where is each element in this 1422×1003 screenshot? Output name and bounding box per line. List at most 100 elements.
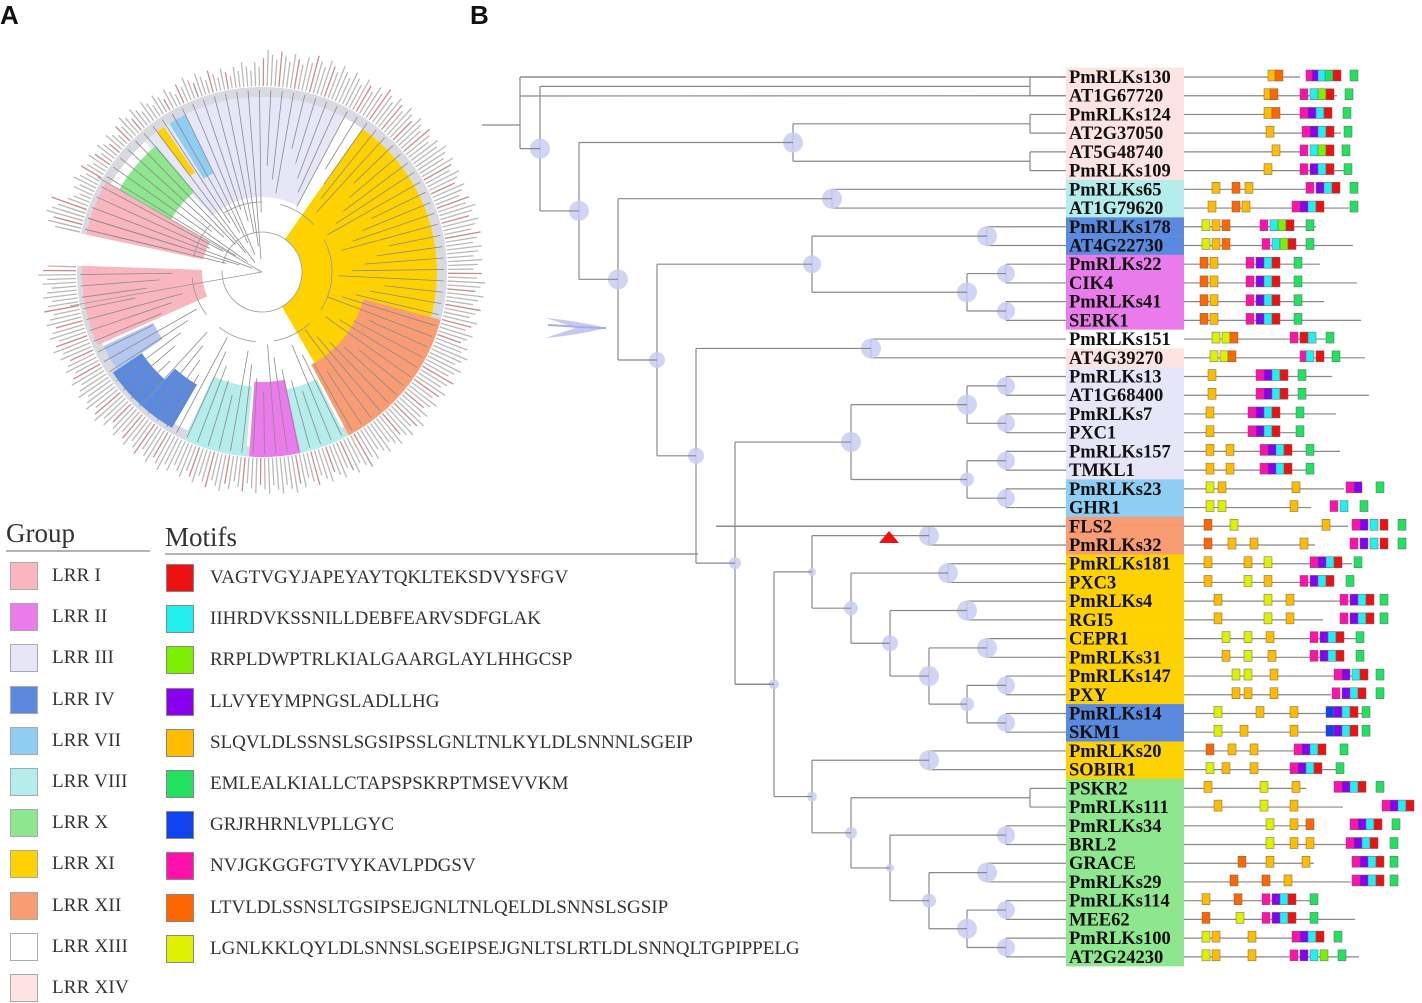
motif-block: [1222, 332, 1230, 343]
leaf-tick: [182, 78, 191, 100]
motif-block: [1245, 182, 1253, 193]
motif-block: [1246, 276, 1254, 287]
motif-block: [1262, 912, 1270, 923]
motif-block: [1326, 164, 1334, 175]
motif-block: [1264, 257, 1272, 268]
motif-block: [1284, 444, 1292, 455]
motif-block: [1390, 875, 1398, 886]
motif-block: [1310, 164, 1318, 175]
leaf-tick: [175, 94, 180, 105]
group-swatch: [10, 850, 38, 878]
motif-block: [1350, 819, 1358, 830]
leaf-tick: [218, 78, 221, 91]
leaf-tick: [442, 218, 478, 227]
motif-block: [1350, 706, 1358, 717]
motif-block: [1266, 126, 1274, 137]
motif-block: [1360, 501, 1368, 512]
leaf-tick: [112, 135, 124, 146]
leaf-tick: [225, 72, 228, 89]
motif-block: [1214, 706, 1222, 717]
leaf-label: AT5G48740: [1069, 143, 1163, 163]
motif-block: [1318, 145, 1326, 156]
leaf-tick: [242, 457, 245, 491]
group-legend-label: LRR III: [52, 647, 114, 669]
group-legend-item: LRR XIII: [10, 932, 128, 962]
motif-block: [1230, 875, 1238, 886]
leaf-label: PmRLKs181: [1069, 555, 1171, 575]
motif-block: [1342, 781, 1350, 792]
leaf-tick: [219, 454, 226, 491]
motif-block: [1306, 763, 1314, 774]
motif-block: [1398, 538, 1406, 549]
motif-block: [1202, 238, 1210, 249]
leaf-tick: [448, 285, 481, 287]
leaf-label: AT2G24230: [1069, 948, 1163, 968]
motif-swatch: [166, 729, 194, 757]
leaf-tick: [80, 374, 106, 391]
motif-block: [1214, 594, 1222, 605]
leaf-label: PmRLKs147: [1069, 667, 1171, 687]
motif-block: [1360, 519, 1368, 530]
motif-block: [1202, 220, 1210, 231]
leaf-tick: [251, 458, 252, 489]
motif-block: [1236, 912, 1244, 923]
motif-block: [1210, 313, 1218, 324]
leaf-label: AT1G67720: [1069, 87, 1163, 107]
motif-block: [1306, 182, 1314, 193]
leaf-tick: [276, 457, 278, 489]
group-legend-title: Group: [6, 518, 75, 549]
motif-block: [1370, 538, 1378, 549]
leaf-tick: [447, 251, 478, 254]
motif-block: [1264, 575, 1272, 586]
motif-legend-label: VAGTVGYJAPEYAYTQKLTEKSDVYSFGV: [210, 567, 568, 589]
motif-block: [1356, 632, 1364, 643]
motif-block: [1290, 950, 1298, 961]
motif-block: [1376, 482, 1384, 493]
motif-block: [1272, 370, 1280, 381]
leaf-tick: [411, 141, 438, 161]
motif-block: [1380, 519, 1388, 530]
motif-block: [1272, 388, 1280, 399]
motif-block: [1256, 276, 1264, 287]
motif-legend-label: RRPLDWPTRLKIALGAARGLAYLHHGCSP: [210, 649, 572, 671]
motif-block: [1380, 594, 1388, 605]
leaf-label: CEPR1: [1069, 630, 1129, 650]
motif-block: [1324, 182, 1332, 193]
motif-block: [1264, 370, 1272, 381]
motif-block: [1294, 276, 1302, 287]
leaf-tick: [205, 80, 209, 94]
motif-block: [1230, 519, 1238, 530]
motif-block: [1264, 594, 1272, 605]
motif-legend-item: LLVYEYMPNGSLADLLHG: [166, 687, 439, 717]
motif-block: [1270, 89, 1278, 100]
leaf-label: PmRLKs178: [1069, 218, 1171, 238]
motif-block: [1290, 332, 1298, 343]
motif-block: [1264, 164, 1272, 175]
motif-block: [1214, 800, 1222, 811]
motif-block: [1346, 482, 1354, 493]
motif-block: [1206, 501, 1214, 512]
motif-block: [1314, 763, 1322, 774]
motif-block: [1212, 931, 1220, 942]
leaf-tick: [123, 414, 143, 438]
motif-block: [1310, 145, 1318, 156]
motif-block: [1278, 220, 1286, 231]
group-swatch: [10, 603, 38, 631]
motif-block: [1218, 501, 1226, 512]
leaf-tick: [441, 216, 469, 223]
leaf-tick: [145, 430, 164, 462]
motif-block: [1310, 89, 1318, 100]
leaf-tick: [446, 297, 478, 301]
motif-block: [1340, 594, 1348, 605]
group-swatch: [10, 686, 38, 714]
motif-block: [1294, 257, 1302, 268]
leaf-tick: [233, 67, 236, 88]
leaf-tick: [246, 66, 248, 86]
leaf-tick: [407, 389, 430, 408]
motif-block: [1276, 444, 1284, 455]
group-swatch: [10, 727, 38, 755]
motif-block: [1280, 370, 1288, 381]
motif-block: [1306, 838, 1314, 849]
motif-block: [1345, 89, 1353, 100]
motif-block: [1332, 351, 1340, 362]
